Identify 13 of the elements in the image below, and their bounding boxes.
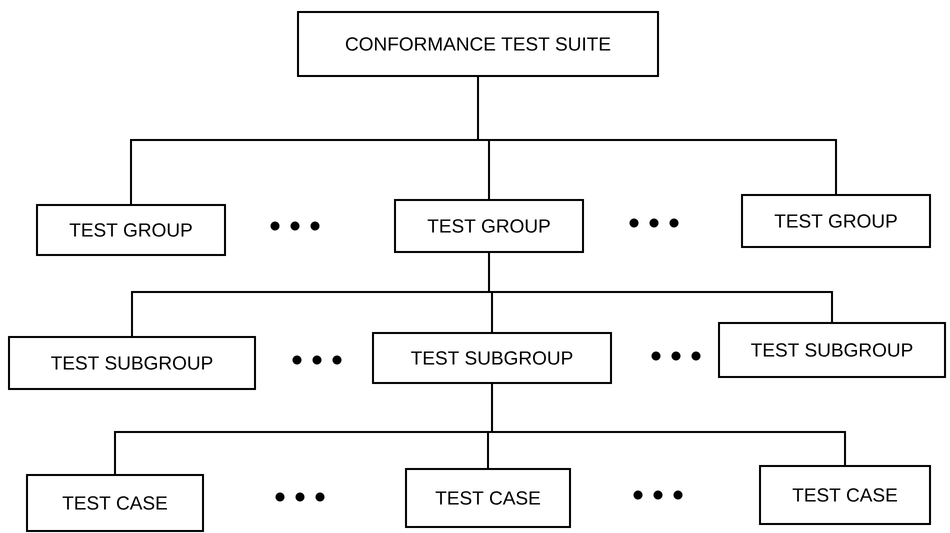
process-box: CONFORMANCE TEST SUITE [297,11,659,77]
connector-line [488,253,833,322]
process-box: TEST CASE [759,465,932,525]
connector-line [477,77,837,194]
process-box: TEST GROUP [36,204,226,256]
process-box: TEST SUBGROUP [8,336,256,390]
process-box: TEST SUBGROUP [718,322,946,378]
process-box: TEST GROUP [394,199,584,253]
process-box: TEST CASE [405,468,571,528]
process-box: TEST GROUP [741,194,932,248]
process-box: TEST SUBGROUP [372,332,612,384]
process-box: TEST CASE [26,474,204,532]
connector-line [491,384,846,465]
